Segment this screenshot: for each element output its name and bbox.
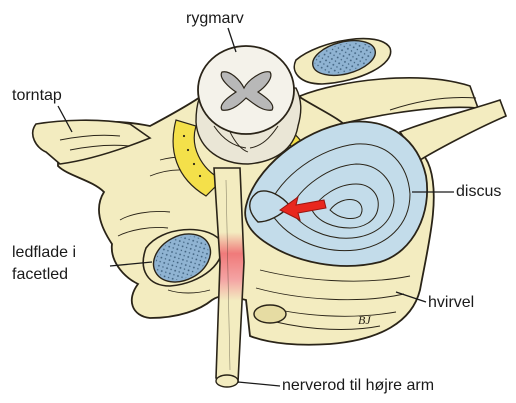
artist-signature: BJ bbox=[358, 313, 371, 327]
label-nerverod: nerverod til højre arm bbox=[282, 376, 434, 395]
label-hvirvel: hvirvel bbox=[428, 293, 474, 312]
vertebral-foramen-lower bbox=[254, 305, 286, 323]
label-ledflade-line1: ledflade i bbox=[12, 242, 76, 264]
label-rygmarv: rygmarv bbox=[186, 9, 244, 28]
label-ledflade: ledflade i facetled bbox=[12, 242, 76, 286]
label-discus: discus bbox=[456, 182, 501, 201]
spinal-cord bbox=[196, 46, 301, 164]
upper-facet-joint bbox=[294, 35, 390, 84]
leader-nerverod bbox=[238, 382, 280, 386]
label-torntap: torntap bbox=[12, 86, 62, 105]
label-ledflade-line2: facetled bbox=[12, 264, 76, 286]
